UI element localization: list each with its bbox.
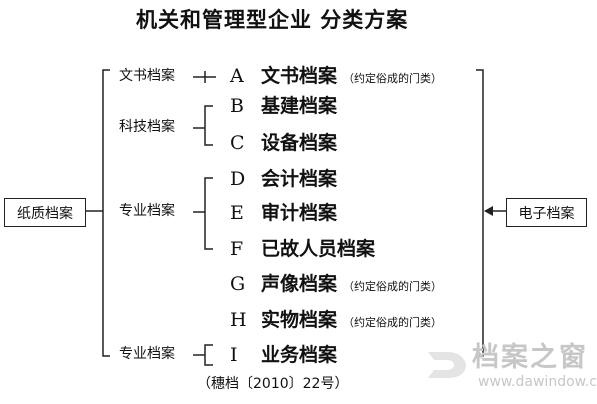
category-letter: E — [230, 202, 244, 224]
category-note: （约定俗成的门类） — [343, 72, 442, 85]
category-name: 声像档案 — [261, 273, 338, 295]
category-note: （约定俗成的门类） — [343, 280, 442, 293]
group-label-specialized-2: 专业档案 — [119, 346, 175, 362]
category-letter: A — [230, 65, 244, 87]
category-letter: C — [230, 132, 245, 154]
paper-archives-label: 纸质档案 — [17, 205, 73, 222]
category-letter: H — [230, 309, 247, 331]
watermark-logo-icon — [428, 352, 466, 378]
group-label-technology: 科技档案 — [119, 119, 175, 135]
category-note: （约定俗成的门类） — [343, 316, 442, 329]
group-label-specialized: 专业档案 — [119, 203, 175, 219]
document-reference: （穗档〔2010〕22号） — [197, 376, 349, 392]
category-name: 已故人员档案 — [261, 238, 376, 260]
watermark-url: www.dawindow.com — [478, 374, 597, 390]
category-letter: I — [230, 344, 238, 366]
watermark-text: 档案之窗 — [472, 342, 588, 373]
electronic-archives-box: 电子档案 — [506, 198, 587, 227]
diagram-title: 机关和管理型企业 分类方案 — [136, 7, 409, 32]
category-letter: F — [230, 238, 244, 260]
category-letter: D — [230, 168, 246, 190]
category-name: 实物档案 — [261, 309, 338, 331]
paper-archives-box: 纸质档案 — [4, 198, 86, 227]
group-label-documents: 文书档案 — [119, 68, 175, 84]
category-name: 基建档案 — [261, 95, 338, 117]
category-name: 设备档案 — [261, 132, 338, 154]
category-name: 业务档案 — [261, 344, 338, 366]
electronic-archives-label: 电子档案 — [518, 205, 575, 222]
category-letter: B — [230, 95, 244, 117]
category-name: 文书档案 — [261, 65, 338, 87]
category-name: 会计档案 — [261, 168, 338, 190]
category-name: 审计档案 — [261, 202, 338, 224]
category-letter: G — [230, 273, 246, 295]
